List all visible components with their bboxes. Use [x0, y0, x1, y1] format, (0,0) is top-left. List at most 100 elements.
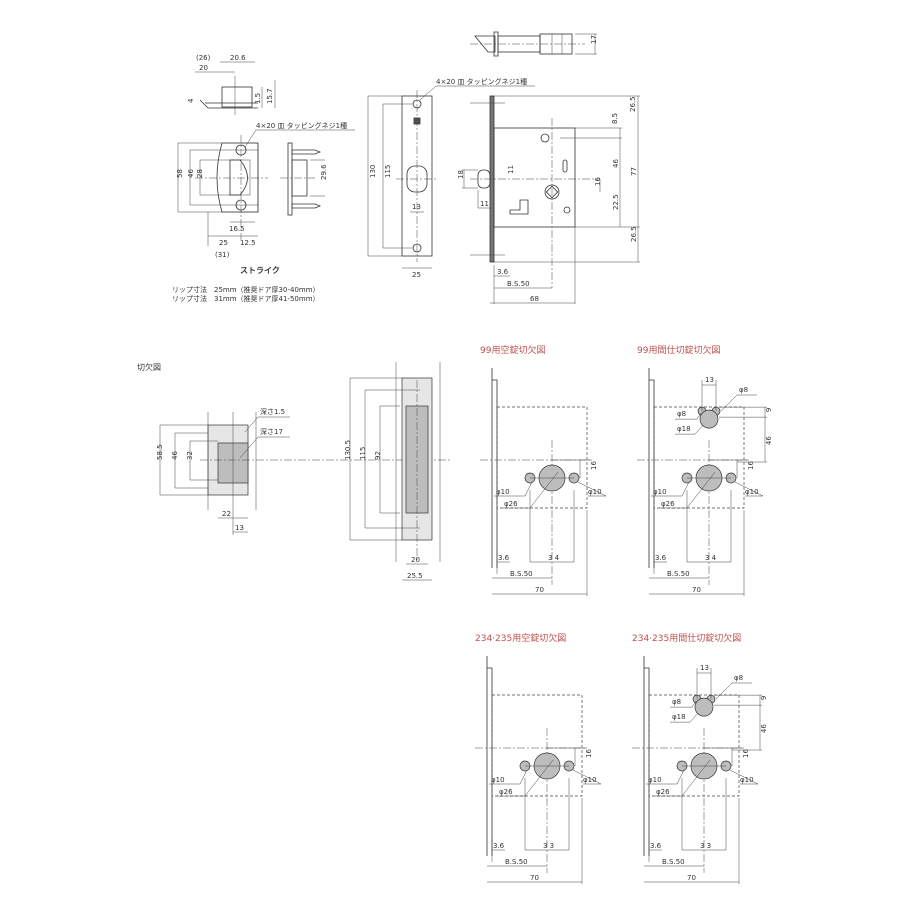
- dim-13: 13: [235, 524, 244, 532]
- dim-9: 9: [765, 408, 773, 412]
- dim-32: 32: [186, 451, 194, 460]
- dim-77: 77: [630, 167, 638, 176]
- cutout-title: 234·235用空錠切欠図: [475, 632, 566, 644]
- dim-29-6: 29.6: [320, 164, 328, 180]
- dim-16: 16: [742, 749, 750, 758]
- strike-side-view: 29.6: [280, 142, 328, 216]
- dim-3-6: 3.6: [498, 554, 510, 562]
- dim-16: 16: [590, 461, 598, 470]
- dim-3-6: 3.6: [650, 842, 662, 850]
- dim-46: 46: [171, 451, 179, 460]
- dim-12-5: 12.5: [240, 239, 256, 247]
- dim-16-5: 16.5: [229, 225, 245, 233]
- dim-31: (31): [215, 251, 230, 259]
- dim-15-7: 15.7: [266, 88, 274, 104]
- backset-label: B.S.50: [507, 280, 530, 288]
- cutout-title: 234·235用間仕切錠切欠図: [632, 632, 741, 644]
- dim-46: 46: [765, 436, 773, 445]
- label-phi10-left: φ10: [648, 776, 662, 784]
- label-phi10-left: φ10: [496, 488, 510, 496]
- lock-case-outline: [653, 406, 745, 509]
- lock-case-outline: [648, 694, 740, 797]
- dim-25: 25: [219, 239, 228, 247]
- label-phi10-right: φ10: [588, 488, 602, 496]
- dim-3-4: 3 4: [705, 554, 717, 562]
- dim-17: 17: [590, 35, 598, 44]
- door-edge: [486, 656, 493, 856]
- dim-46: 46: [612, 159, 620, 168]
- dim-16: 16: [747, 461, 755, 470]
- depth-1-5: 深さ1.5: [260, 407, 285, 416]
- strike-label: ストライク: [240, 265, 280, 275]
- dim-9: 9: [760, 696, 768, 700]
- strike-screw-note: 4×20 皿 タッピングネジ1種: [256, 121, 347, 130]
- backset-label: B.S.50: [662, 858, 685, 866]
- dim-46: 46: [760, 724, 768, 733]
- dim-115: 115: [384, 165, 392, 178]
- dim-1-5: 1.5: [254, 93, 262, 104]
- strike-top-view: (26) 20.6 20 4 1.5 15.7: [187, 54, 276, 115]
- label-phi18: φ18: [672, 713, 686, 721]
- label-phi26: φ26: [661, 500, 675, 508]
- faceplate-screw-note: 4×20 皿 タッピングネジ1種: [436, 77, 527, 86]
- strike-front-view: 4×20 皿 タッピングネジ1種 58 46 28 16.5 25 12.5 (…: [176, 121, 355, 259]
- dim-20-6: 20.6: [230, 54, 246, 62]
- dim-11-latch: 11: [480, 200, 489, 208]
- dim-4: 4: [187, 98, 195, 103]
- dim-130: 130: [369, 165, 377, 178]
- lip-line-1: リップ寸法 25mm（推奨ドア厚30-40mm）: [172, 285, 320, 294]
- hole-phi18: [699, 409, 719, 429]
- label-phi10-right: φ10: [583, 776, 597, 784]
- cutout-title: 99用間仕切錠切欠図: [637, 344, 720, 356]
- label-phi10-left: φ10: [653, 488, 667, 496]
- dim-18: 18: [457, 170, 465, 179]
- dim-13: 13: [412, 203, 421, 211]
- dim-3-4: 3 4: [548, 554, 560, 562]
- label-phi10-left: φ10: [491, 776, 505, 784]
- lock-case-outline: [491, 694, 583, 797]
- lock-body-view: 26.5 8.5 46 77 16 22.5 26.5 18 11 11 3.6…: [457, 95, 640, 304]
- dim-22: 22: [222, 510, 231, 518]
- dim-25: 25: [412, 271, 421, 279]
- mortise-title: 切欠図: [137, 362, 161, 372]
- label-phi8-top: φ8: [739, 386, 748, 394]
- dim-26-5-bottom: 26.5: [630, 226, 638, 242]
- dim-92: 92: [374, 451, 382, 460]
- dim-20: 20: [411, 556, 420, 564]
- dim-3-6: 3.6: [655, 554, 667, 562]
- depth-17: 深さ17: [260, 427, 283, 436]
- backset-label: B.S.50: [505, 858, 528, 866]
- dim-13: 13: [700, 664, 709, 672]
- dim-70: 70: [692, 586, 701, 594]
- door-edge: [491, 368, 498, 568]
- dim-70: 70: [530, 874, 539, 882]
- label-phi26: φ26: [499, 788, 513, 796]
- dim-28: 28: [196, 169, 204, 178]
- dim-16: 16: [585, 749, 593, 758]
- cutout-title: 99用空錠切欠図: [480, 344, 545, 356]
- dim-20: 20: [199, 64, 208, 72]
- hole-phi18: [694, 697, 714, 717]
- dim-3-4: 3 3: [543, 842, 554, 850]
- dim-26-5-top: 26.5: [629, 96, 637, 112]
- dim-70: 70: [687, 874, 696, 882]
- dim-70: 70: [535, 586, 544, 594]
- dim-16: 16: [594, 177, 602, 186]
- dim-11-body: 11: [507, 165, 515, 174]
- faceplate-mortise: 130.5 115 92 20 25.5: [344, 362, 441, 581]
- dim-3-6: 3.6: [497, 268, 509, 276]
- label-phi8-left: φ8: [677, 410, 686, 418]
- dim-68: 68: [530, 295, 539, 303]
- dim-58: 58: [176, 169, 184, 178]
- door-edge: [643, 656, 650, 856]
- dim-26: (26): [196, 54, 211, 62]
- latch-top-view: 17: [470, 31, 598, 57]
- backset-label: B.S.50: [510, 570, 533, 578]
- dim-22-5: 22.5: [612, 194, 620, 210]
